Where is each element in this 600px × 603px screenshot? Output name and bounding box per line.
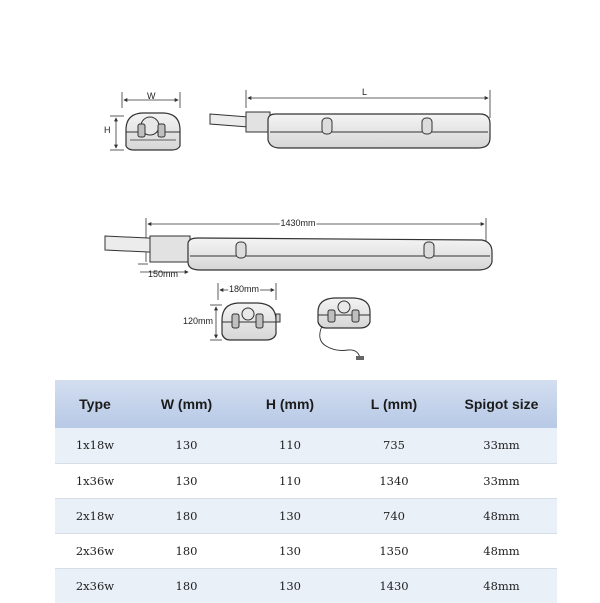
- cell-type: 1x36w: [55, 462, 135, 498]
- dim-label-l: L: [362, 87, 367, 97]
- cell-type: 1x18w: [75, 438, 115, 453]
- dim-label-w: W: [147, 91, 156, 101]
- cell-width: 180: [135, 532, 238, 568]
- dim-label-height: 120mm: [183, 316, 213, 326]
- cell-type: 2x18w: [55, 497, 135, 533]
- cell-type: 2x36w: [55, 532, 135, 568]
- cell-length: 740: [342, 497, 446, 533]
- table-row: 2x36w 180 130 1350 48mm: [55, 532, 557, 568]
- table-row: 1x18w 130 110 735 33mm: [55, 428, 557, 463]
- end-view-with-cable: [317, 297, 371, 360]
- cell-height: 130: [238, 497, 342, 533]
- technical-drawing: W H L 1430mm 150mm: [104, 87, 493, 360]
- cell-width: 130: [135, 462, 238, 498]
- end-view-large: [210, 283, 281, 341]
- end-view-small: [110, 92, 181, 151]
- table-row: 1x36w 130 110 1340 33mm: [55, 462, 557, 498]
- cell-width: 180: [135, 567, 238, 603]
- cell-width: 130: [175, 438, 198, 453]
- cell-length: 1350: [342, 532, 446, 568]
- cell-width: 180: [135, 497, 238, 533]
- header-height: H (mm): [265, 396, 315, 412]
- spec-table: Type W (mm) H (mm) L (mm) Spigot size 1x…: [55, 380, 557, 603]
- side-view-small: [209, 90, 491, 149]
- dim-label-length: 1430mm: [280, 218, 315, 228]
- cell-spigot-size: 33mm: [446, 462, 557, 498]
- table-row: 2x36w 180 130 1430 48mm: [55, 567, 557, 603]
- cell-type: 2x36w: [55, 567, 135, 603]
- header-length: L (mm): [370, 396, 418, 412]
- dim-label-h: H: [104, 125, 111, 135]
- cell-spigot-size: 48mm: [446, 497, 557, 533]
- cell-height: 110: [279, 438, 301, 453]
- cell-length: 735: [383, 438, 405, 453]
- cell-height: 130: [238, 532, 342, 568]
- cell-length: 1430: [342, 567, 446, 603]
- table-header-row: Type W (mm) H (mm) L (mm) Spigot size: [55, 380, 557, 428]
- header-spigot-size: Spigot size: [464, 396, 539, 412]
- header-type: Type: [79, 396, 111, 412]
- cell-spigot-size: 48mm: [446, 567, 557, 603]
- cell-height: 110: [238, 462, 342, 498]
- cell-length: 1340: [342, 462, 446, 498]
- cell-spigot-size: 48mm: [446, 532, 557, 568]
- side-view-large: [104, 218, 493, 274]
- table-row: 2x18w 180 130 740 48mm: [55, 497, 557, 533]
- cell-spigot-size: 33mm: [483, 438, 520, 453]
- dim-label-width: 180mm: [229, 284, 259, 294]
- dim-label-spigot: 150mm: [148, 269, 178, 279]
- cell-height: 130: [238, 567, 342, 603]
- header-width: W (mm): [160, 396, 213, 412]
